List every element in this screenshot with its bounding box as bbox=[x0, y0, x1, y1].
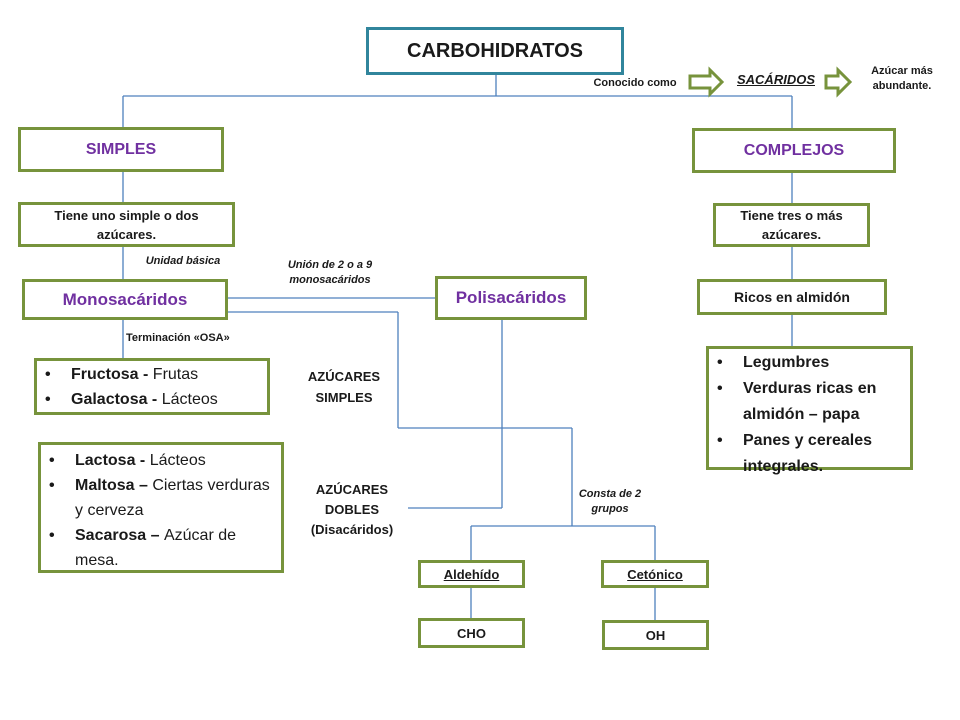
arrow-right-icon bbox=[688, 66, 725, 98]
unidad-basica-label: Unidad básica bbox=[145, 255, 221, 267]
union-label: Unión de 2 o a 9 monosacáridos bbox=[287, 259, 373, 286]
arrow-right-icon bbox=[824, 66, 853, 98]
simples-desc-box: Tiene uno simple o dos azúcares. bbox=[18, 202, 235, 247]
monosacaridos-box: Monosacáridos bbox=[22, 279, 228, 320]
simples-title: SIMPLES bbox=[85, 140, 157, 158]
oh-label: OH bbox=[645, 627, 666, 643]
sacaridos-label: SACÁRIDOS bbox=[736, 72, 815, 87]
complejos-title: COMPLEJOS bbox=[743, 141, 845, 159]
consta-label: Consta de 2 grupos bbox=[578, 488, 642, 515]
carbohidratos-box: CARBOHIDRATOS bbox=[366, 27, 624, 75]
list-item: Fructosa - Frutas bbox=[37, 362, 218, 387]
known-as-label: Conocido como bbox=[593, 77, 677, 89]
aldehido-box: Aldehído bbox=[418, 560, 525, 588]
aldehido-label: Aldehído bbox=[443, 566, 500, 582]
abundant-note: Azúcar más abundante. bbox=[871, 65, 933, 92]
monosacaridos-list-box: Fructosa - Frutas Galactosa - Lácteos bbox=[34, 358, 270, 415]
list-item: Sacarosa – Azúcar de mesa. bbox=[41, 523, 275, 573]
disacaridos-list-box: Lactosa - Lácteos Maltosa – Ciertas verd… bbox=[38, 442, 284, 573]
simples-box: SIMPLES bbox=[18, 127, 224, 172]
disacaridos-list: Lactosa - Lácteos Maltosa – Ciertas verd… bbox=[41, 448, 281, 573]
complejos-list-box: Legumbres Verduras ricas en almidón – pa… bbox=[706, 346, 913, 475]
monosacaridos-title: Monosacáridos bbox=[62, 289, 188, 309]
polisacaridos-title: Polisacáridos bbox=[455, 288, 567, 307]
cho-label: CHO bbox=[457, 625, 486, 641]
monosacaridos-list: Fructosa - Frutas Galactosa - Lácteos bbox=[37, 362, 218, 412]
root-title: CARBOHIDRATOS bbox=[407, 39, 583, 62]
azucares-dobles-label: AZÚCARES DOBLES (Disacáridos) bbox=[310, 482, 394, 537]
list-item: Galactosa - Lácteos bbox=[37, 387, 218, 412]
complejos-box: COMPLEJOS bbox=[692, 128, 896, 173]
list-item: Verduras ricas en almidón – papa bbox=[709, 376, 904, 428]
list-item: Panes y cereales integrales. bbox=[709, 428, 904, 480]
cho-box: CHO bbox=[418, 618, 525, 648]
ricos-almidon-box: Ricos en almidón bbox=[697, 279, 887, 315]
simples-desc: Tiene uno simple o dos azúcares. bbox=[54, 207, 199, 242]
complejos-list: Legumbres Verduras ricas en almidón – pa… bbox=[709, 350, 910, 480]
azucares-simples-label: AZÚCARES SIMPLES bbox=[307, 369, 381, 405]
complejos-desc: Tiene tres o más azúcares. bbox=[740, 208, 843, 242]
complejos-desc-box: Tiene tres o más azúcares. bbox=[713, 203, 870, 247]
ricos-almidon-label: Ricos en almidón bbox=[734, 289, 850, 305]
list-item: Maltosa – Ciertas verduras y cerveza bbox=[41, 473, 275, 523]
list-item: Legumbres bbox=[709, 350, 904, 376]
terminacion-label: Terminación «OSA» bbox=[126, 332, 230, 344]
oh-box: OH bbox=[602, 620, 709, 650]
list-item: Lactosa - Lácteos bbox=[41, 448, 275, 473]
cetonico-box: Cetónico bbox=[601, 560, 709, 588]
cetonico-label: Cetónico bbox=[627, 566, 683, 582]
polisacaridos-box: Polisacáridos bbox=[435, 276, 587, 320]
